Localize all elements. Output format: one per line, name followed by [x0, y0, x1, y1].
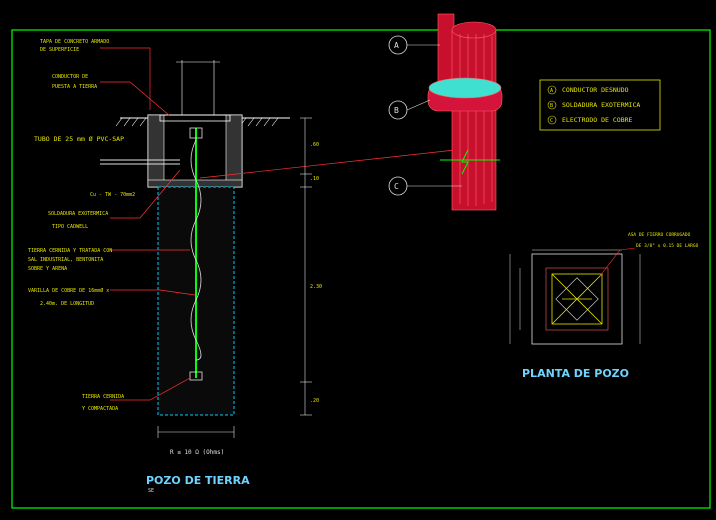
planta-title: PLANTA DE POZO	[522, 367, 629, 380]
label-tierra-2: SAL INDUSTRIAL, BENTONITA	[28, 257, 103, 263]
electrode-detail: A B C A B C CONDUCTOR DESNUDO SOLDADURA …	[388, 13, 661, 211]
label-tapa-2: DE SUPERFICIE	[40, 47, 79, 53]
label-soldadura: SOLDADURA EXOTERMICA	[48, 211, 108, 217]
label-tierra-3: SOBRE Y ARENA	[28, 266, 67, 272]
legend-key-b: B	[550, 103, 553, 109]
dim-d2: .10	[310, 176, 319, 182]
label-soldadura-2: TIPO CADWELL	[52, 224, 88, 230]
label-tubo: TUBO DE 25 mm Ø PVC-SAP	[34, 135, 124, 143]
marker-a-text: A	[394, 41, 399, 50]
planta-note: ASA DE FIERRO CORRUGADO	[628, 232, 691, 238]
label-tierra-comp-2: Y COMPACTADA	[82, 406, 118, 412]
resistance-label: R ≤ 10 Ω (Ohms)	[170, 449, 224, 456]
legend-key-c: C	[550, 118, 553, 124]
marker-b-text: B	[394, 106, 399, 115]
label-tapa: TAPA DE CONCRETO ARMADO	[40, 39, 109, 45]
pozo-section: TAPA DE CONCRETO ARMADO DE SUPERFICIE CO…	[28, 39, 456, 494]
planta-note-2: DE 3/8" x 0.15 DE LARGO	[636, 243, 699, 249]
legend-text-b: SOLDADURA EXOTERMICA	[562, 101, 640, 109]
label-tierra: TIERRA CERNIDA Y TRATADA CON	[28, 248, 112, 254]
label-varilla: VARILLA DE COBRE DE 16mmØ x	[28, 287, 109, 294]
marker-c-text: C	[394, 182, 399, 191]
pozo-title: POZO DE TIERRA	[146, 474, 250, 487]
legend-text-c: ELECTRODO DE COBRE	[562, 116, 633, 124]
label-tierra-comp: TIERRA CERNIDA	[82, 394, 124, 400]
legend-box	[539, 79, 661, 131]
label-varilla-2: 2.40m. DE LONGITUD	[40, 301, 94, 307]
dim-d3: 2.30	[310, 284, 322, 290]
dim-d1: .60	[310, 142, 319, 148]
planta-pozo: ASA DE FIERRO CORRUGADO DE 3/8" x 0.15 D…	[509, 232, 699, 380]
label-conductor: CONDUCTOR DE	[52, 74, 88, 80]
legend-key-a: A	[550, 88, 553, 94]
pozo-scale: SE	[148, 488, 154, 494]
label-conductor-2: PUESTA A TIERRA	[52, 84, 97, 90]
label-cable: Cu - TW - 70mm2	[90, 192, 135, 198]
legend-text-a: CONDUCTOR DESNUDO	[562, 86, 629, 94]
dim-d4: .20	[310, 398, 319, 404]
sheet-frame	[11, 29, 711, 509]
